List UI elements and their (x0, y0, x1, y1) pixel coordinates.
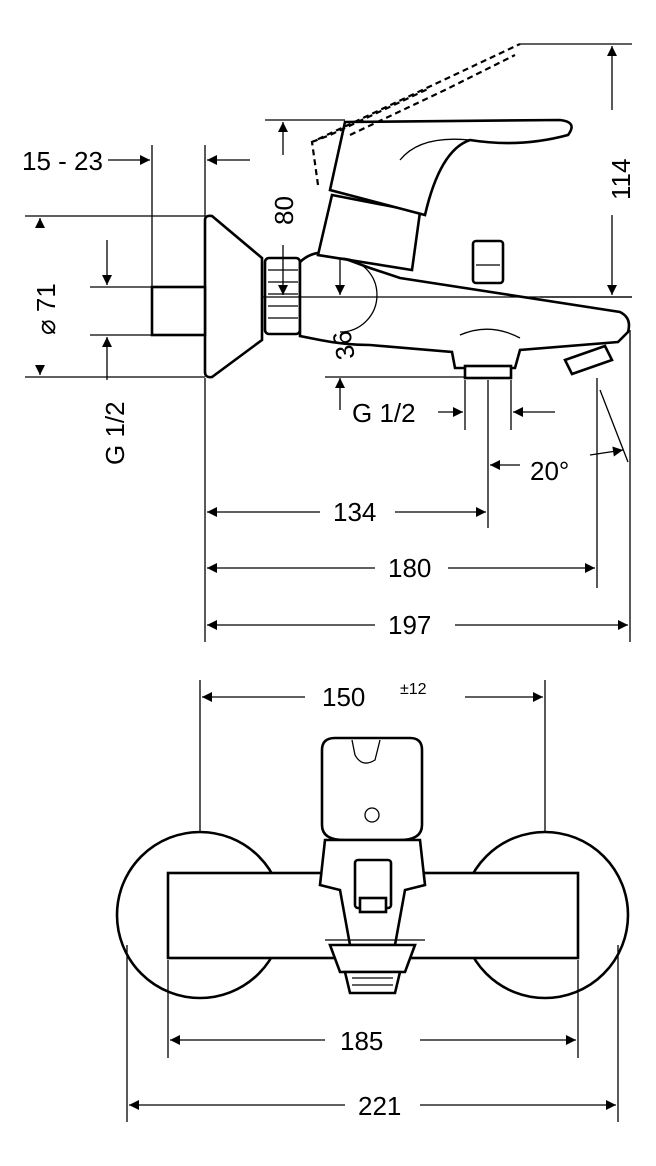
diverter-knob (471, 239, 505, 285)
front-spout (328, 943, 417, 974)
dim-centers-tolerance: ±12 (400, 681, 427, 698)
front-view: 150 ±12 185 221 (115, 680, 630, 1122)
dim-diameter: ⌀ 71 (31, 283, 61, 335)
front-lever-handle (320, 736, 424, 842)
dim-134: 134 (333, 497, 376, 527)
outlet-thread (463, 364, 513, 380)
dim-centers: 150 (322, 682, 365, 712)
dim-185: 185 (340, 1026, 383, 1056)
dim-180: 180 (388, 553, 431, 583)
dim-197: 197 (388, 610, 431, 640)
dim-221: 221 (358, 1091, 401, 1121)
dim-height-total: 114 (606, 159, 636, 200)
inlet-stub (150, 285, 207, 337)
dim-angle: 20° (530, 456, 569, 486)
lever-raised-dashed (310, 43, 521, 186)
dim-thread-outlet: G 1/2 (352, 398, 416, 428)
wall-rose (203, 214, 264, 379)
dim-offset: 36 (326, 328, 361, 362)
dim-height-handle: 80 (269, 196, 299, 225)
front-aerator (343, 970, 402, 995)
lever-handle (328, 118, 573, 217)
aerator (563, 344, 614, 376)
dim-inlet-range: 15 - 23 (22, 146, 103, 176)
dim-thread-inlet: G 1/2 (100, 401, 130, 465)
side-view: 15 - 23 ⌀ 71 G 1/2 80 114 36 G (22, 43, 636, 642)
